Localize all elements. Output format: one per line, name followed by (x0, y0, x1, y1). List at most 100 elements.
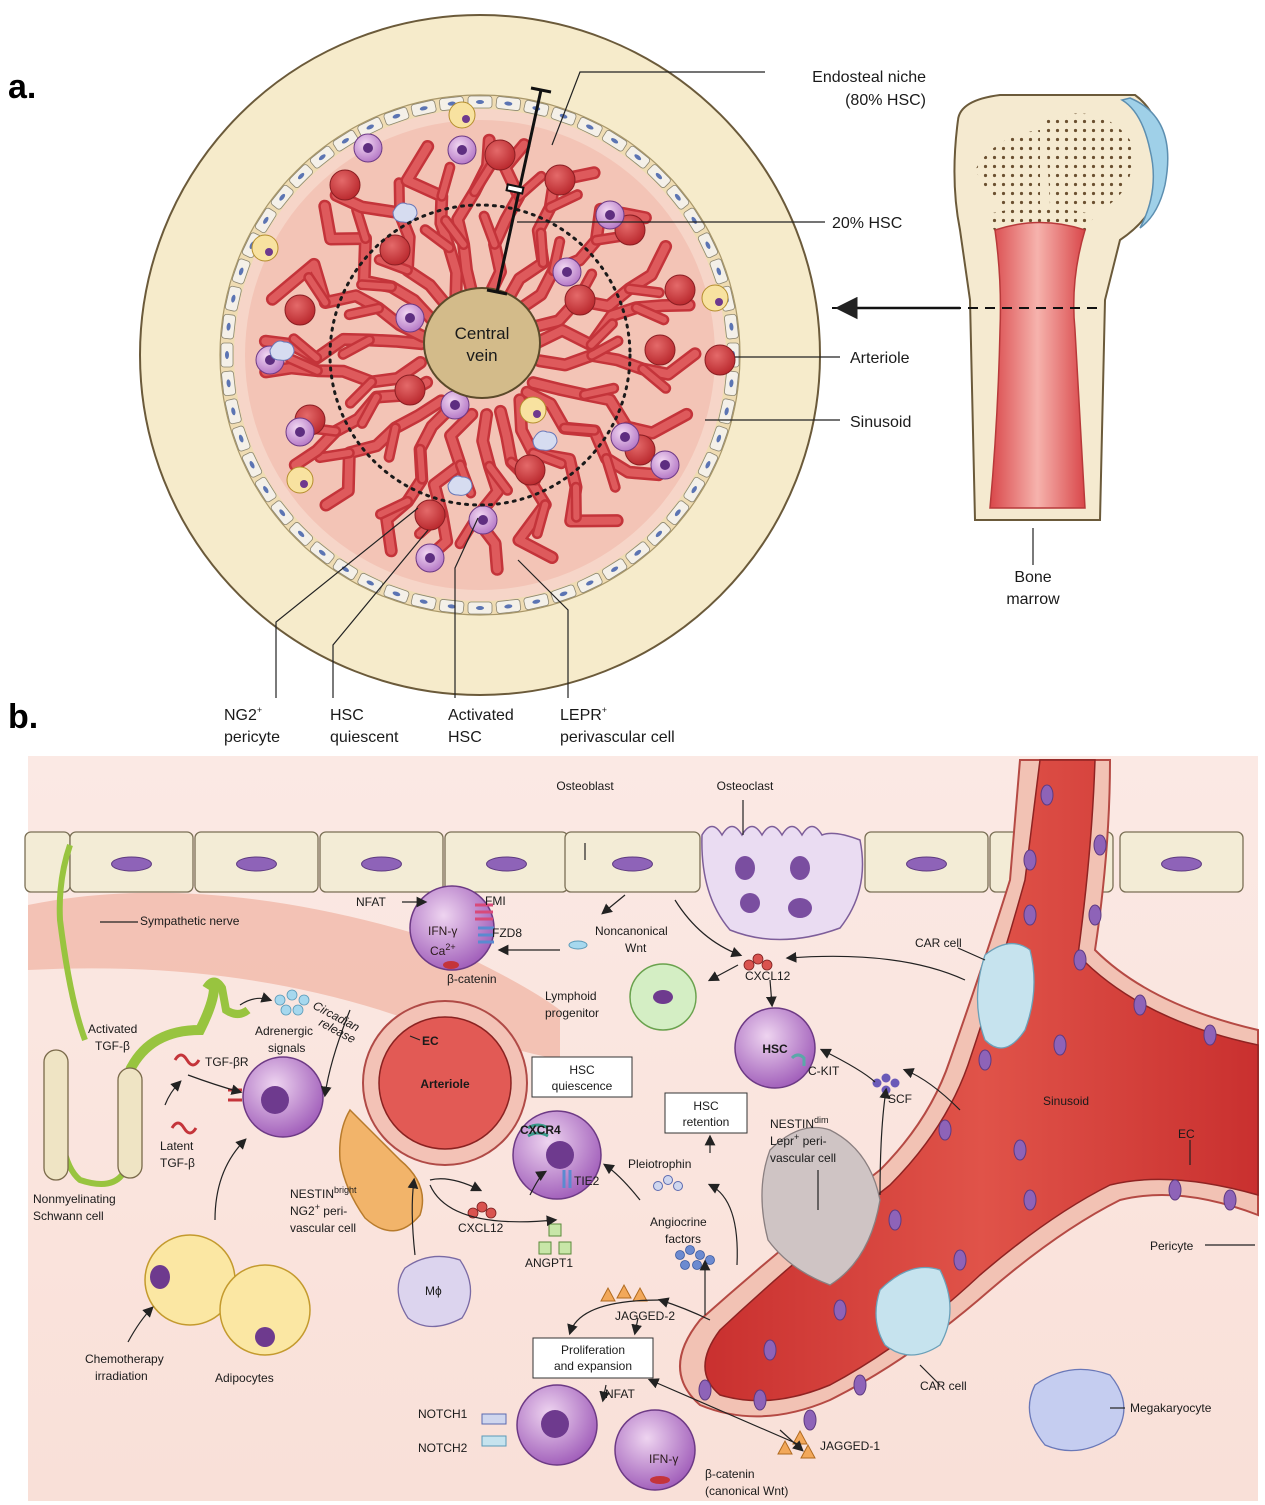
activated-tgf-label-line2: TGF-β (95, 1039, 130, 1053)
adipocyte-cell (287, 467, 313, 493)
megakaryocyte-cell (1029, 1369, 1124, 1450)
nestin-bright-label: NESTINbright NG2+ peri- vascular cell (290, 1185, 357, 1235)
hsc-center-label: HSC (762, 1042, 788, 1056)
lymphoid-progenitor-label-line1: Lymphoid (545, 989, 597, 1003)
arteriole-label: Arteriole (850, 350, 910, 367)
angpt1-label: ANGPT1 (525, 1256, 573, 1270)
hsc-20-label: 20% HSC (832, 215, 902, 232)
angiocrine-label-line2: factors (665, 1232, 701, 1246)
fzd8-label: FZD8 (492, 926, 522, 940)
adrenergic-molecule (287, 990, 297, 1000)
macrophage-label: Mϕ (425, 1284, 442, 1298)
latent-tgf-label-line1: Latent (160, 1139, 194, 1153)
endosteal-lining-cell (724, 371, 739, 396)
endothelial-nucleus (854, 1375, 866, 1395)
beta-catenin-bottom-label-line2: (canonical Wnt) (705, 1484, 788, 1498)
car-cell-bottom-label: CAR cell (920, 1379, 967, 1393)
beta-catenin-top-marker (443, 961, 459, 969)
panel-a-letter: a. (8, 68, 36, 106)
hsc-notch (517, 1385, 597, 1465)
macrophage-cell (448, 476, 472, 495)
endothelial-nucleus (1169, 1180, 1181, 1200)
svg-text:Lepr+ peri-: Lepr+ peri- (770, 1132, 827, 1148)
endothelial-nucleus (889, 1210, 901, 1230)
angiocrine-molecule (686, 1246, 695, 1255)
svg-text:vascular cell: vascular cell (770, 1151, 836, 1165)
hsc-left (243, 1057, 323, 1137)
scf-molecule (873, 1079, 882, 1088)
notch1-label: NOTCH1 (418, 1407, 468, 1421)
sinusoid-label: Sinusoid (850, 414, 911, 431)
adrenergic-molecule (293, 1005, 303, 1015)
hsc-quiescent-label-line2: quiescent (330, 729, 399, 746)
endothelial-nucleus (834, 1300, 846, 1320)
endothelial-nucleus (1224, 1190, 1236, 1210)
proliferation-label-line1: Proliferation (561, 1343, 625, 1357)
tgf-receptor-label: TGF-βR (205, 1055, 249, 1069)
activated-hsc-label-line2: HSC (448, 729, 482, 746)
endosteal-lining-cell (221, 371, 236, 396)
notch2-label: NOTCH2 (418, 1441, 468, 1455)
endothelial-nucleus (1014, 1140, 1026, 1160)
arteriole-cross-section (415, 500, 445, 530)
endosteal-lining-cell (496, 96, 521, 111)
arteriole-cross-section (645, 335, 675, 365)
nfat-bottom-label: NFAT (605, 1387, 635, 1401)
endothelial-nucleus (1024, 1190, 1036, 1210)
central-vein-label-line1: Central (455, 324, 510, 343)
noncanonical-wnt-label-line2: Wnt (625, 941, 647, 955)
beta-catenin-bottom-marker (650, 1476, 670, 1484)
angiocrine-molecule (681, 1261, 690, 1270)
arteriole-cross-section (395, 375, 425, 405)
osteoclast-label: Osteoclast (717, 779, 774, 793)
ng2-pericyte-label: NG2+ pericyte (224, 705, 280, 746)
adrenergic-label-line1: Adrenergic (255, 1024, 313, 1038)
angiocrine-molecule (693, 1261, 702, 1270)
arteriole-cross-section (285, 295, 315, 325)
endosteal-lining-cell (724, 314, 739, 339)
jagged2-label: JAGGED-2 (615, 1309, 675, 1323)
angpt1-molecule (539, 1242, 551, 1254)
endosteal-lining-cell (439, 599, 464, 614)
tie2-label: TIE2 (574, 1174, 600, 1188)
ifn-top-label: IFN-γ (428, 924, 457, 938)
beta-catenin-bottom-label-line1: β-catenin (705, 1467, 755, 1481)
arteriole-cross-section (330, 170, 360, 200)
arteriole-cross-section (565, 285, 595, 315)
endothelial-nucleus (1134, 995, 1146, 1015)
adipocyte-cell (702, 285, 728, 311)
pleiotrophin-molecule (664, 1176, 673, 1185)
svg-text:pericyte: pericyte (224, 729, 280, 746)
endothelial-nucleus (1094, 835, 1106, 855)
chemotherapy-label-line1: Chemotherapy (85, 1352, 164, 1366)
adrenergic-molecule (299, 995, 309, 1005)
angpt1-molecule (559, 1242, 571, 1254)
fmi-label: FMI (485, 894, 506, 908)
scf-molecule (882, 1074, 891, 1083)
macrophage-cell (270, 341, 294, 360)
cxcl12-top-molecules (753, 954, 763, 964)
central-vein-label-line2: vein (466, 346, 497, 365)
ec-arteriole-label: EC (422, 1034, 439, 1048)
endothelial-nucleus (1204, 1025, 1216, 1045)
adrenergic-molecule (275, 995, 285, 1005)
osteoblast-label: Osteoblast (556, 779, 614, 793)
schwann-cell-label-line1: Nonmyelinating (33, 1192, 116, 1206)
hsc-retention-label-line2: retention (683, 1115, 730, 1129)
endosteal-niche-percent: (80% HSC) (845, 92, 926, 109)
endosteal-niche-label: Endosteal niche (812, 69, 926, 86)
cxcl12-mid-molecules (486, 1208, 496, 1218)
endothelial-nucleus (1089, 905, 1101, 925)
endothelial-nucleus (754, 1390, 766, 1410)
bone-marrow-label-line1: Bone (1014, 569, 1051, 586)
svg-text:LEPR+: LEPR+ (560, 705, 607, 724)
arteriole-cross-section (515, 455, 545, 485)
arteriole-cross-section (665, 275, 695, 305)
lymphoid-progenitor-label-line2: progenitor (545, 1006, 599, 1020)
hsc-quiescence-label-line1: HSC (569, 1063, 595, 1077)
panel-b-letter: b. (8, 698, 38, 736)
latent-tgf-label-line2: TGF-β (160, 1156, 195, 1170)
adrenergic-molecule (281, 1005, 291, 1015)
hsc-retention-label-line1: HSC (693, 1099, 719, 1113)
